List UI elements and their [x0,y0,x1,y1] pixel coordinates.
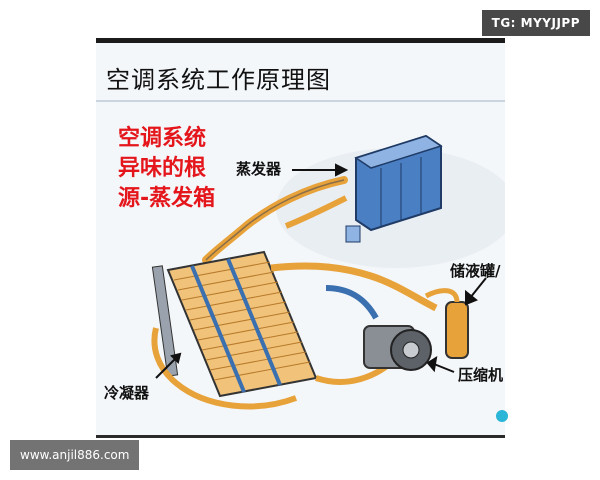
caption-line: 异味的根 [118,156,207,181]
corner-badge-icon [496,410,508,422]
watermark-top-right: TG: MYYJJPP [481,10,590,36]
compressor-unit [363,325,432,371]
liquid-pipe-upper [284,195,348,229]
discharge-pipe [270,262,438,312]
label-compressor: 压缩机 [458,366,504,384]
slide-title: 空调系统工作原理图 [106,66,331,94]
compressor-hub [402,341,420,359]
label-evaporator: 蒸发器 [236,160,282,178]
receiver-unit [424,288,469,359]
high-pressure-pipe [151,327,298,410]
watermark-bottom-left: www.anjil886.com [10,440,140,470]
low-pressure-pipe [325,285,379,320]
slide: 空调系统工作原理图 [96,38,505,438]
caption-line: 源-蒸发箱 [118,186,216,211]
caption-line: 空调系统 [118,126,207,151]
receiver-pipe [424,288,460,303]
condenser-side-tank [151,265,179,377]
title-divider [96,100,505,102]
arrow-receiver [469,277,487,299]
evaporator-top [354,135,443,169]
arrow-compressor [433,363,455,373]
evaporator-unit [345,134,443,243]
receiver-body [445,301,469,359]
slide-bottom-bar [96,435,505,438]
condenser-fins [173,261,311,381]
condenser-tube [226,258,282,386]
condenser-tube [190,265,246,393]
evaporator-foot [345,225,361,243]
condenser-unit [151,250,318,398]
ac-system-diagram [151,134,505,410]
label-condenser: 冷凝器 [104,384,150,402]
arrow-condenser [155,357,177,379]
suction-pipe-edge [205,179,345,261]
pointer-arrows [155,163,487,379]
red-caption: 空调系统 异味的根 源-蒸发箱 [118,124,238,214]
slide-top-bar [96,38,505,43]
label-receiver: 储液罐/ [450,262,501,280]
